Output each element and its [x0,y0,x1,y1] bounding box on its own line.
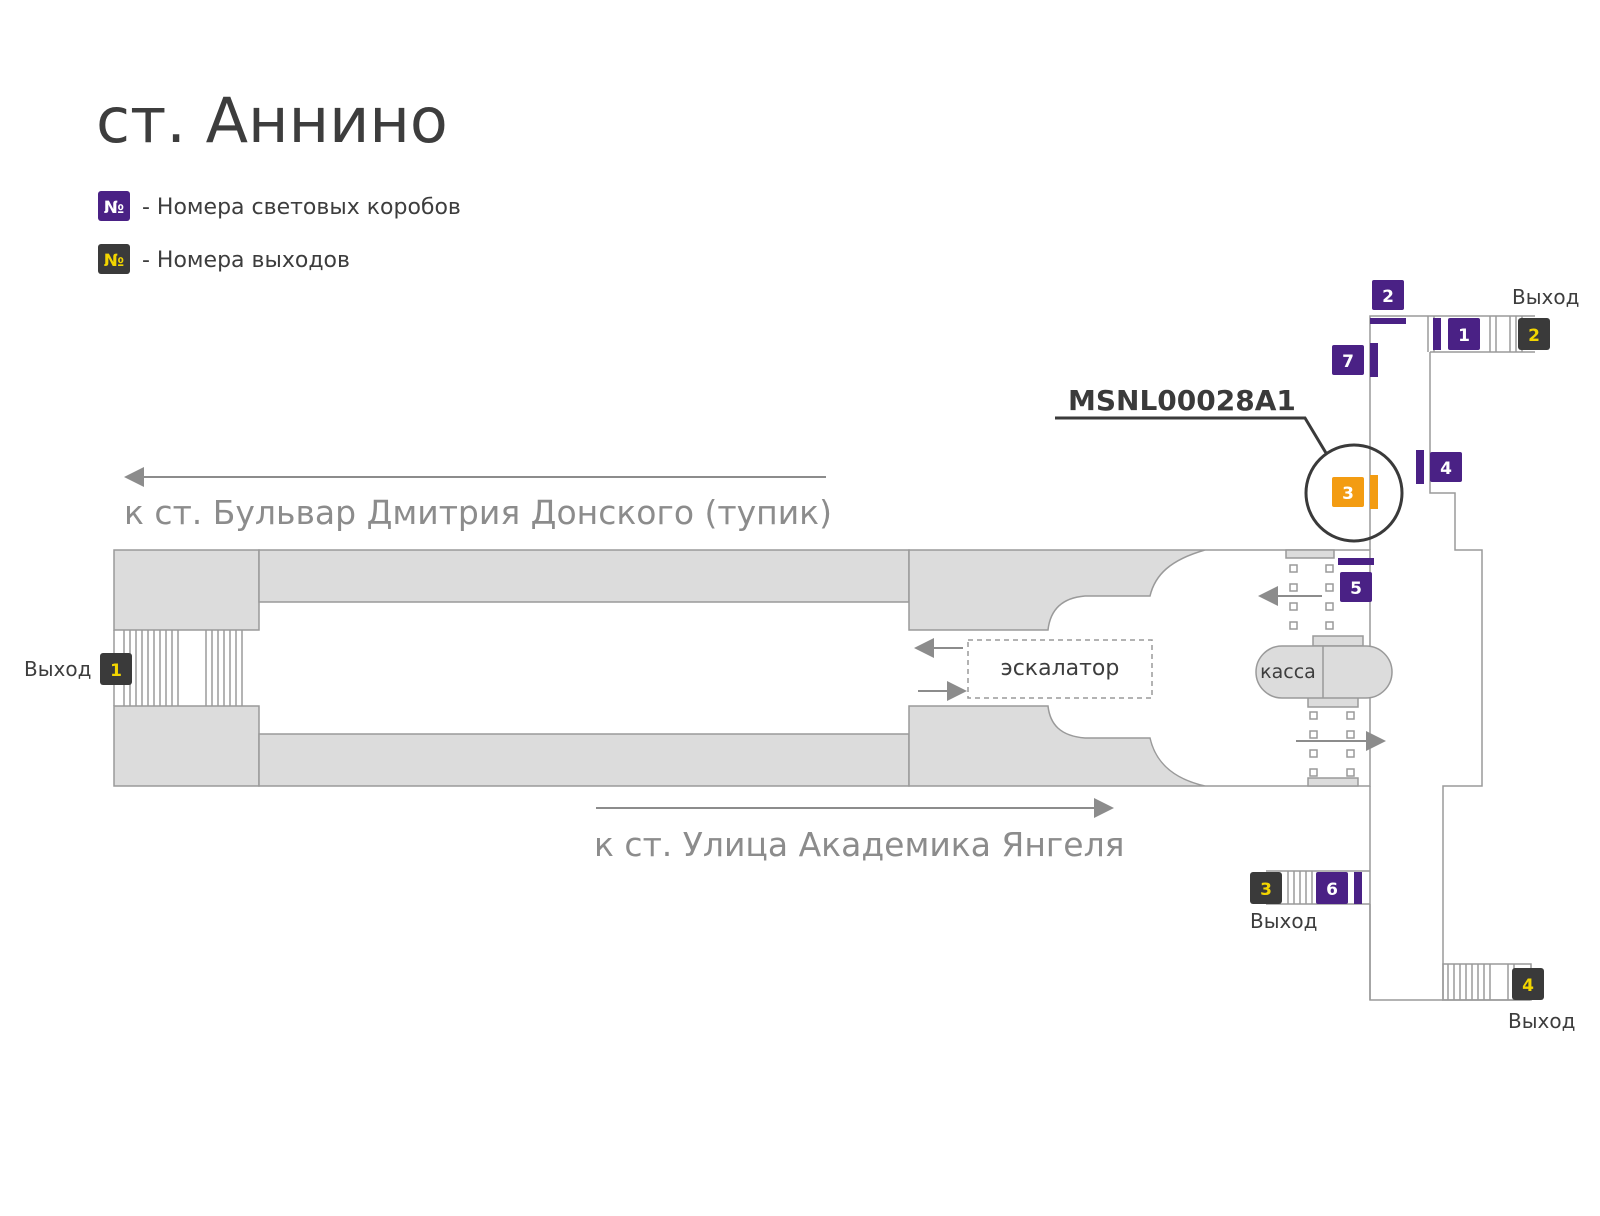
platform-structure [113,549,1371,787]
svg-text:2: 2 [1382,287,1394,307]
svg-text:3: 3 [1260,880,1272,900]
exit-3-marker[interactable]: 3 [1250,872,1282,904]
exit-1-label: Выход [24,657,91,681]
svg-text:4: 4 [1522,976,1534,996]
turnstiles-upper [1285,549,1364,647]
vestibule-outline [1266,315,1535,1001]
svg-text:4: 4 [1440,459,1452,479]
legend-lightbox-label: - Номера световых коробов [142,195,461,220]
highlight-circle [1304,443,1404,543]
callout-line [1055,416,1328,454]
exit-3-stairs [1287,871,1313,904]
exit-2-marker[interactable]: 2 [1518,318,1550,350]
highlight-code: MSNL00028A1 [1068,384,1296,417]
lightbox-1[interactable]: 1 [1433,318,1480,350]
exit-2-label: Выход [1512,285,1579,309]
escalator-area [967,639,1153,699]
north-direction-label: к ст. Бульвар Дмитрия Донского (тупик) [124,493,832,532]
lightbox-3-highlighted[interactable]: 3 [1332,475,1378,509]
svg-text:1: 1 [110,661,122,681]
legend-exit-label: - Номера выходов [142,248,350,273]
escalator-label: эскалатор [1001,656,1120,681]
legend-lightbox-swatch [98,191,130,221]
lightbox-2[interactable]: 2 [1370,280,1406,324]
legend-exit-swatch [98,244,130,274]
south-direction-label: к ст. Улица Академика Янгеля [594,825,1125,864]
svg-text:3: 3 [1342,484,1354,504]
cashier-label: касса [1260,661,1316,683]
exit-4-marker[interactable]: 4 [1512,968,1544,1000]
cashier-booth [1255,645,1393,699]
lightbox-6[interactable]: 6 [1316,872,1362,904]
lightbox-4[interactable]: 4 [1416,450,1462,484]
lightbox-5[interactable]: 5 [1338,558,1374,602]
legend-exit-symbol: № [104,251,124,271]
lightbox-7[interactable]: 7 [1332,343,1378,377]
svg-text:2: 2 [1528,326,1540,346]
svg-text:5: 5 [1350,579,1362,599]
exit-1-marker[interactable]: 1 [100,653,132,685]
svg-text:6: 6 [1326,880,1338,900]
legend-exit: № - Номера выходов [98,244,350,274]
svg-text:1: 1 [1458,326,1470,346]
legend-lightbox: № - Номера световых коробов [98,191,461,221]
exit-4-label: Выход [1508,1009,1575,1033]
svg-text:7: 7 [1342,352,1354,372]
legend-lightbox-symbol: № [104,198,124,218]
exit-3-label: Выход [1250,909,1317,933]
station-title: ст. Аннино [96,84,448,157]
exit-1-stairs [123,630,243,706]
